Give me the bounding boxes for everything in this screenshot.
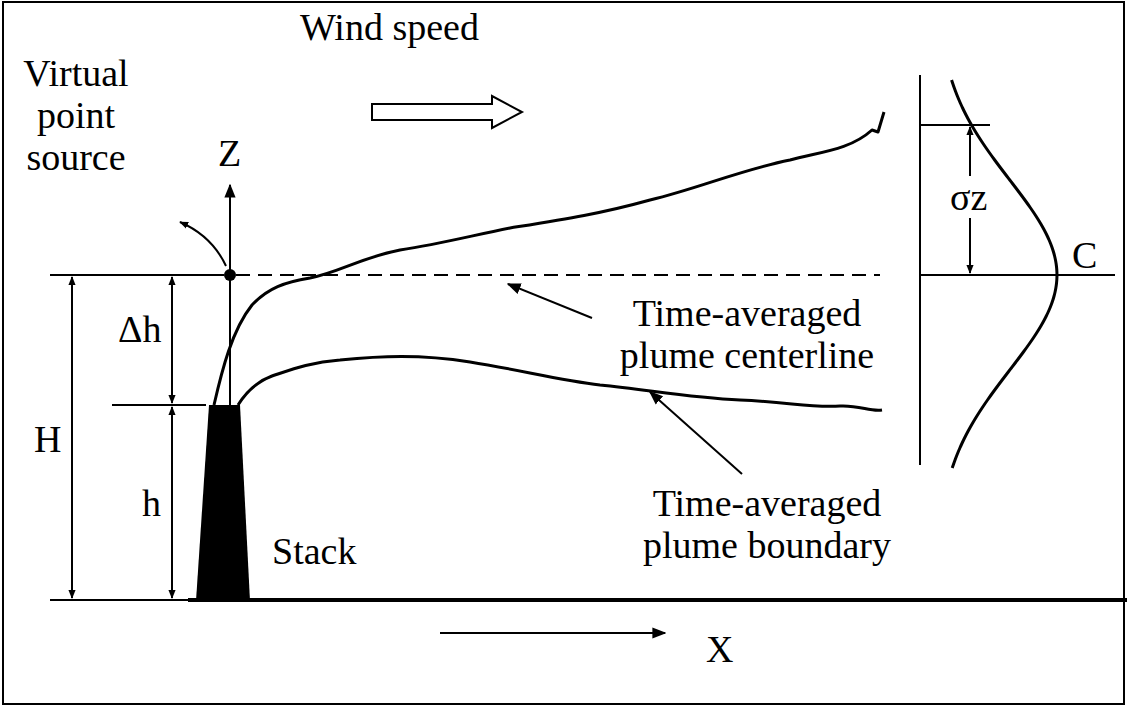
- wind-arrow: [372, 96, 522, 128]
- wind-label: Wind speed: [300, 6, 479, 48]
- dimension-label: Δh: [118, 308, 161, 350]
- profile-axis: [919, 75, 921, 465]
- ground-line: [188, 598, 1127, 602]
- dimension-delta-h: [171, 277, 173, 403]
- x-axis-arrow: [440, 632, 665, 634]
- extension-line: [50, 274, 224, 276]
- axis-label: X: [706, 628, 733, 670]
- stack-label: Stack: [272, 530, 356, 572]
- extension-line: [50, 599, 188, 601]
- dimension-label: H: [34, 418, 61, 460]
- centerline-label: Time-averaged plume centerline: [592, 292, 902, 376]
- virtual-source-dot: [224, 269, 236, 281]
- source-label: Virtual point source: [8, 52, 144, 178]
- extension-line: [112, 404, 206, 406]
- dimension-h: [171, 407, 173, 598]
- stack-shape: [196, 405, 250, 601]
- boundary-pointer: [650, 392, 742, 474]
- dimension-label: h: [142, 482, 161, 524]
- sigma-label: σz: [948, 176, 989, 218]
- plume-centerline: [236, 274, 880, 276]
- gaussian-profile: [952, 80, 1057, 468]
- z-axis: [229, 185, 231, 405]
- axis-label: Z: [218, 132, 241, 174]
- source-pointer: [180, 222, 226, 266]
- concentration-label: C: [1072, 234, 1097, 276]
- sigma-tick: [920, 124, 990, 126]
- dimension-H: [71, 277, 73, 598]
- boundary-label: Time-averaged plume boundary: [612, 482, 922, 566]
- centerline-pointer: [508, 284, 592, 318]
